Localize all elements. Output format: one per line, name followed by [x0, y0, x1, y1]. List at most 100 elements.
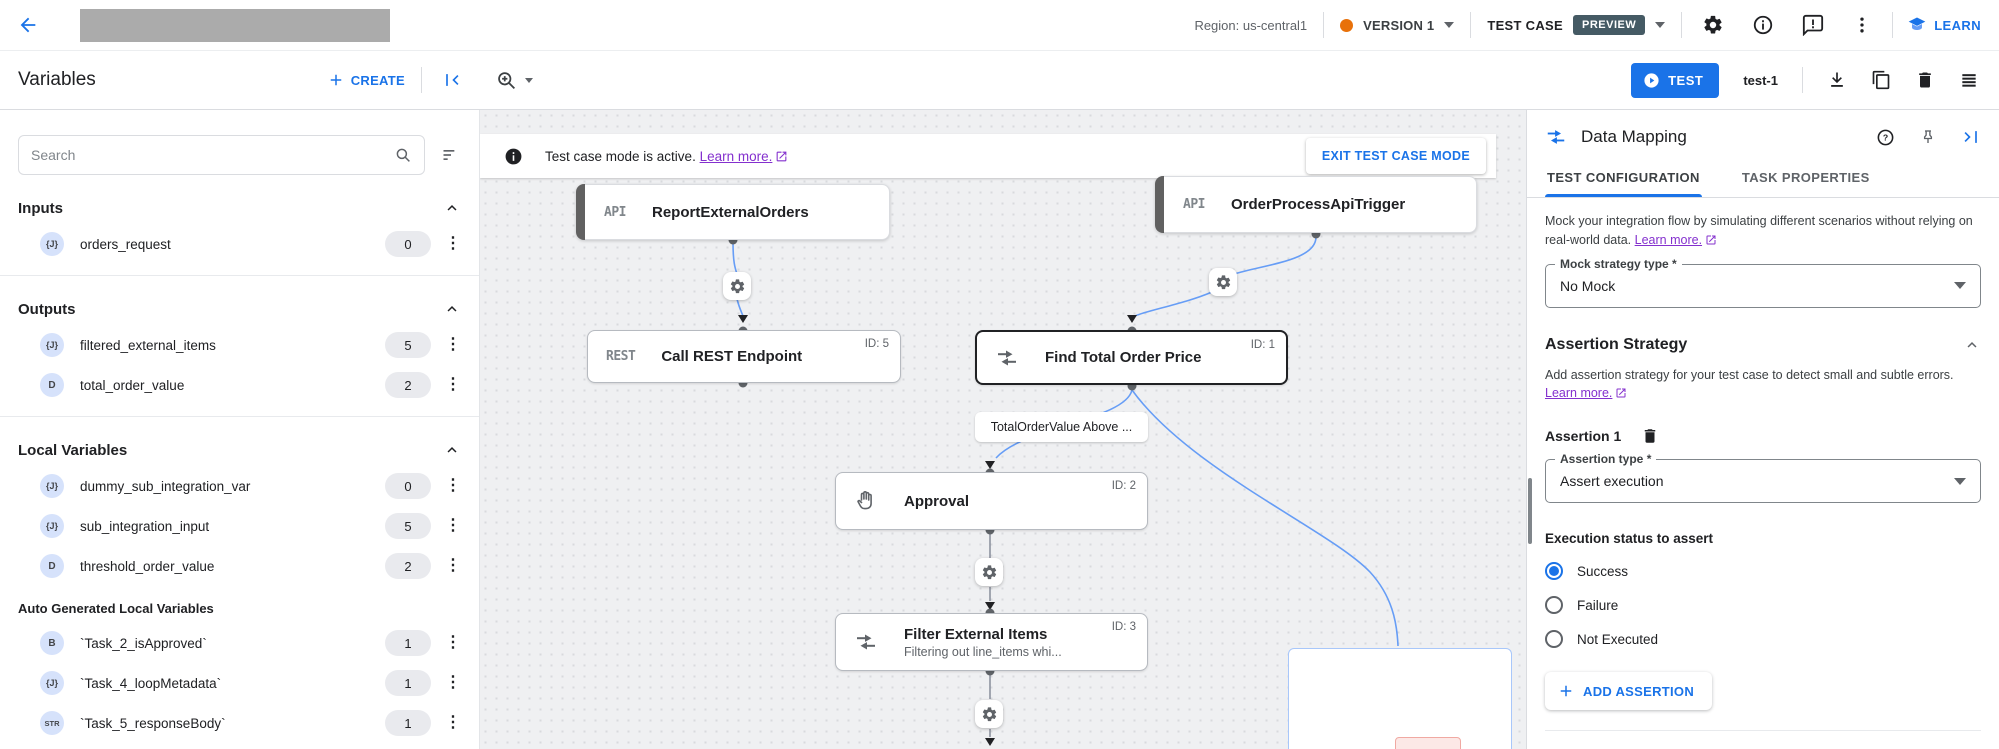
divider: [1681, 12, 1683, 38]
chevron-up-icon[interactable]: [443, 199, 461, 217]
usage-count-badge: 1: [385, 670, 431, 696]
download-button[interactable]: [1827, 70, 1847, 90]
node-approval[interactable]: Approval ID: 2: [835, 472, 1148, 530]
mock-description: Mock your integration flow by simulating…: [1545, 214, 1973, 247]
variable-row-filtered-external-items[interactable]: {J} filtered_external_items 5 ⋮: [18, 332, 461, 358]
close-panel-button[interactable]: [1961, 127, 1981, 147]
radio-unselected-icon[interactable]: [1545, 630, 1563, 648]
variable-row-sub-integration-input[interactable]: {J} sub_integration_input 5 ⋮: [18, 513, 461, 539]
assertion-learn-more-link[interactable]: Learn more.: [1545, 386, 1613, 401]
divider: [1892, 12, 1894, 38]
variable-row-dummy-sub-integration-var[interactable]: {J} dummy_sub_integration_var 0 ⋮: [18, 473, 461, 499]
sort-icon: [441, 145, 461, 165]
logs-list-button[interactable]: [1959, 70, 1979, 90]
more-options-button[interactable]: [1852, 15, 1872, 35]
edge-condition-label[interactable]: TotalOrderValue Above ...: [975, 412, 1148, 442]
radio-unselected-icon[interactable]: [1545, 596, 1563, 614]
radio-success[interactable]: Success: [1545, 562, 1981, 580]
chevron-up-icon[interactable]: [443, 300, 461, 318]
pin-icon: [1919, 128, 1937, 146]
version-selector[interactable]: VERSION 1: [1324, 18, 1470, 33]
data-mapping-panel: Data Mapping ?: [1526, 110, 1999, 749]
divider: [1545, 730, 1981, 731]
back-button[interactable]: [8, 5, 48, 45]
data-mapping-icon: [1545, 126, 1567, 148]
tab-test-configuration[interactable]: TEST CONFIGURATION: [1545, 160, 1702, 197]
delete-button[interactable]: [1915, 70, 1935, 90]
node-report-external-orders[interactable]: API ReportExternalOrders: [576, 184, 890, 240]
banner-message: Test case mode is active. Learn more.: [545, 149, 788, 164]
partial-node-box[interactable]: [1288, 648, 1512, 749]
section-inputs-header[interactable]: Inputs: [18, 199, 461, 217]
zoom-control-button[interactable]: [496, 70, 517, 91]
run-test-button[interactable]: TEST: [1631, 62, 1720, 98]
variable-row-orders-request[interactable]: {J} orders_request 0 ⋮: [18, 231, 461, 257]
row-menu-icon[interactable]: ⋮: [445, 557, 461, 574]
delete-assertion-button[interactable]: [1641, 427, 1659, 445]
feedback-button[interactable]: [1802, 14, 1824, 36]
duplicate-button[interactable]: [1871, 70, 1891, 90]
row-menu-icon[interactable]: ⋮: [445, 235, 461, 252]
add-assertion-button[interactable]: ADD ASSERTION: [1545, 672, 1713, 710]
node-filter-external-items[interactable]: Filter External Items Filtering out line…: [835, 613, 1148, 671]
section-local-variables-header[interactable]: Local Variables: [18, 441, 461, 459]
variable-row-task2-isapproved[interactable]: B `Task_2_isApproved` 1 ⋮: [18, 630, 461, 656]
chevron-up-icon[interactable]: [1963, 336, 1981, 354]
variable-row-task5-responsebody[interactable]: STR `Task_5_responseBody` 1 ⋮: [18, 710, 461, 736]
edge-gear-icon[interactable]: [975, 558, 1003, 586]
row-menu-icon[interactable]: ⋮: [445, 376, 461, 393]
download-icon: [1827, 70, 1847, 90]
flow-canvas[interactable]: Test case mode is active. Learn more. EX…: [480, 110, 1526, 749]
variable-row-task4-loopmetadata[interactable]: {J} `Task_4_loopMetadata` 1 ⋮: [18, 670, 461, 696]
plus-icon: [1557, 682, 1575, 700]
tab-task-properties[interactable]: TASK PROPERTIES: [1741, 170, 1870, 185]
external-link-icon: [1615, 387, 1627, 399]
variable-row-total-order-value[interactable]: D total_order_value 2 ⋮: [18, 372, 461, 398]
top-bar: Region: us-central1 VERSION 1 TEST CASE …: [0, 0, 1999, 51]
edge-gear-icon[interactable]: [975, 700, 1003, 728]
row-menu-icon[interactable]: ⋮: [445, 477, 461, 494]
node-call-rest-endpoint[interactable]: REST Call REST Endpoint ID: 5: [587, 330, 901, 383]
chevron-up-icon[interactable]: [443, 441, 461, 459]
row-menu-icon[interactable]: ⋮: [445, 517, 461, 534]
row-menu-icon[interactable]: ⋮: [445, 714, 461, 731]
data-mapping-icon: [854, 630, 878, 654]
radio-failure[interactable]: Failure: [1545, 596, 1981, 614]
edge-gear-icon[interactable]: [723, 272, 751, 300]
search-input[interactable]: [31, 147, 394, 163]
usage-count-badge: 0: [385, 473, 431, 499]
node-find-total-order-price[interactable]: Find Total Order Price ID: 1: [975, 330, 1288, 385]
row-menu-icon[interactable]: ⋮: [445, 634, 461, 651]
info-button[interactable]: [1752, 14, 1774, 36]
api-trigger-badge: API: [1183, 197, 1205, 212]
sort-variables-button[interactable]: [441, 145, 461, 165]
edge-gear-icon[interactable]: [1209, 268, 1237, 296]
radio-not-executed[interactable]: Not Executed: [1545, 630, 1981, 648]
node-order-process-api-trigger[interactable]: API OrderProcessApiTrigger: [1155, 176, 1477, 233]
row-menu-icon[interactable]: ⋮: [445, 336, 461, 353]
test-case-selector[interactable]: TEST CASE PREVIEW: [1471, 15, 1681, 35]
banner-learn-more-link[interactable]: Learn more.: [699, 148, 773, 164]
pin-panel-button[interactable]: [1919, 128, 1937, 146]
row-menu-icon[interactable]: ⋮: [445, 674, 461, 691]
collapse-sidebar-button[interactable]: [442, 70, 462, 90]
exit-test-case-mode-button[interactable]: EXIT TEST CASE MODE: [1305, 138, 1486, 174]
radio-selected-icon[interactable]: [1545, 562, 1563, 580]
mock-strategy-select[interactable]: Mock strategy type * No Mock: [1545, 256, 1981, 308]
panel-scrollbar-thumb[interactable]: [1528, 478, 1532, 544]
variable-row-threshold-order-value[interactable]: D threshold_order_value 2 ⋮: [18, 553, 461, 579]
assertion-type-select[interactable]: Assertion type * Assert execution: [1545, 452, 1981, 503]
execution-status-label: Execution status to assert: [1545, 531, 1714, 546]
external-link-icon: [775, 150, 788, 163]
mock-learn-more-link[interactable]: Learn more.: [1634, 232, 1703, 247]
json-type-icon: {J}: [40, 333, 64, 357]
chevron-down-icon[interactable]: [525, 77, 533, 83]
section-outputs-header[interactable]: Outputs: [18, 300, 461, 318]
help-button[interactable]: ?: [1876, 128, 1895, 147]
boolean-type-icon: B: [40, 631, 64, 655]
feedback-icon: [1802, 14, 1824, 36]
task-id-label: ID: 2: [1111, 480, 1136, 492]
settings-button[interactable]: [1702, 14, 1724, 36]
learn-button[interactable]: LEARN: [1893, 15, 1981, 35]
create-variable-button[interactable]: CREATE: [327, 71, 405, 89]
